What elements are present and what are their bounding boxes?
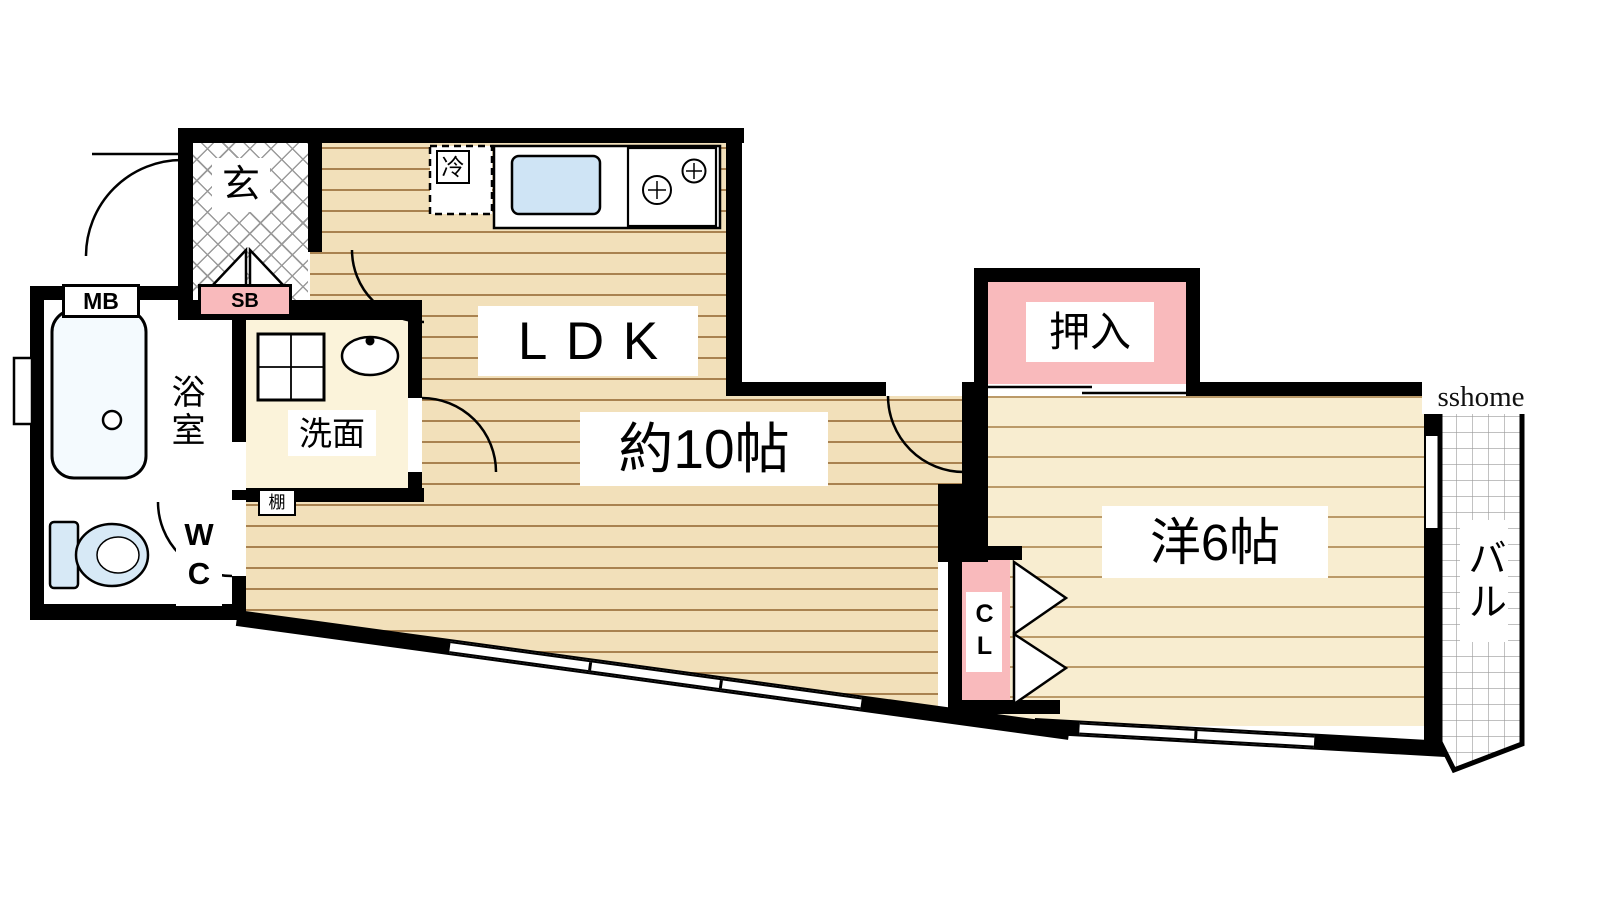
watermark-text: sshome [1422,380,1540,414]
wc-label: WC [176,506,222,606]
window-mullion [718,680,723,689]
meter-box-label: MB [62,284,140,318]
washroom-door-opening [408,398,422,472]
oshiire-label: 押入 [1026,302,1154,362]
wall-oshiire-top [974,268,1200,282]
wall-kitchen-right [726,128,742,396]
bath-door-opening [232,442,246,490]
wall-oshiire-left [974,268,988,396]
entrance-door-arc [84,158,183,257]
western-bottom-window [1079,722,1315,748]
wall-entrance-left [178,128,193,308]
washroom-label: 洗面 [288,410,376,456]
western-door-opening [886,382,962,396]
cl-label: CL [966,592,1002,672]
wall-western-top [1186,382,1442,396]
window-mullion [1194,730,1198,740]
shelf-label: 棚 [258,489,296,516]
wc-door-opening [232,500,246,576]
wall-left-outer [30,286,44,620]
entrance-label: 玄 [212,158,270,212]
wall-oshiire-right [1186,268,1200,396]
balcony-label: バル [1460,520,1508,642]
shoe-box-label: SB [198,284,292,317]
ldk-label: LDK [478,306,698,376]
bathroom-label: 浴室 [160,350,210,474]
western-right-window [1424,436,1440,528]
wall-top [178,128,744,143]
window-mullion [588,662,592,671]
fridge-label: 冷 [436,150,470,184]
wall-entrance-right [308,128,322,252]
wall-cl-left [948,546,962,714]
ldk-size-label: 約10帖 [580,412,828,486]
wall-cl-top [948,546,1022,560]
washroom-floor [246,320,408,490]
wall-left-bottom [30,604,246,620]
western-room-label: 洋6帖 [1102,506,1328,578]
